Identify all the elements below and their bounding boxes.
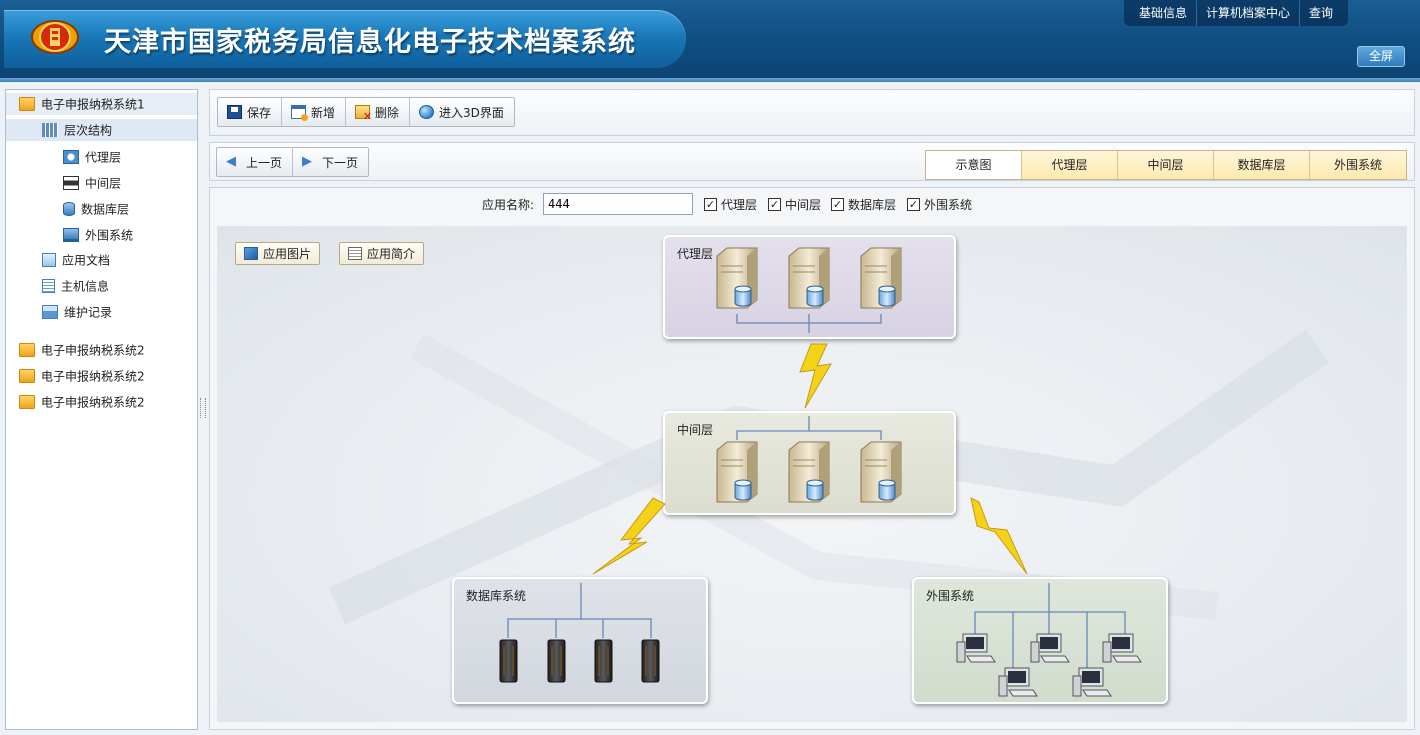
tab-diagram[interactable]: 示意图	[926, 151, 1022, 179]
grid-icon	[42, 122, 58, 137]
save-button[interactable]: 保存	[218, 98, 283, 126]
tax-emblem-icon	[31, 20, 79, 54]
title-banner	[4, 10, 686, 68]
tree-item-hierarchy[interactable]: 层次结构	[6, 119, 197, 141]
tree-item-proxy[interactable]: 代理层	[63, 146, 121, 168]
checkbox-checked-icon: ✓	[831, 198, 844, 211]
top-nav: 基础信息 计算机档案中心 查询	[1124, 0, 1349, 26]
tree-item-maintenance[interactable]: 维护记录	[42, 301, 112, 323]
record-icon	[42, 304, 58, 319]
checkbox-checked-icon: ✓	[768, 198, 781, 211]
app-name-input[interactable]	[543, 193, 693, 215]
enter-3d-button[interactable]: 进入3D界面	[410, 98, 514, 126]
tree-item-external[interactable]: 外围系统	[63, 224, 133, 246]
globe-icon	[419, 105, 435, 119]
view-tabs: 示意图 代理层 中间层 数据库层 外围系统	[925, 150, 1407, 180]
arrow-left-icon: ◀	[226, 154, 236, 169]
tab-database-layer[interactable]: 数据库层	[1214, 151, 1310, 179]
tree-item-system-2a[interactable]: 电子申报纳税系统2	[19, 339, 145, 361]
tab-proxy-layer[interactable]: 代理层	[1022, 151, 1118, 179]
tree-item-system-2c[interactable]: 电子申报纳税系统2	[19, 391, 145, 413]
database-icon	[63, 201, 75, 216]
add-icon	[291, 105, 309, 121]
main-panel: 应用名称: ✓代理层 ✓中间层 ✓数据库层 ✓外围系统 应用图片 应用简介	[209, 187, 1415, 730]
action-button-group: 保存 新增 ✕ 删除 进入3D界面	[217, 97, 515, 127]
filter-row: 应用名称: ✓代理层 ✓中间层 ✓数据库层 ✓外围系统	[210, 188, 1414, 220]
nav-basic-info[interactable]: 基础信息	[1130, 0, 1198, 26]
document-icon	[42, 252, 56, 267]
tree-item-middleware[interactable]: 中间层	[63, 172, 121, 194]
tree-item-app-docs[interactable]: 应用文档	[42, 249, 110, 271]
middleware-icon	[63, 175, 79, 190]
nav-archive-center[interactable]: 计算机档案中心	[1197, 0, 1301, 26]
monitor-icon	[63, 227, 79, 242]
topology-canvas: 应用图片 应用简介 代理层 中间层 数据库系统 外围系统	[217, 226, 1407, 722]
app-title: 天津市国家税务局信息化电子技术档案系统	[104, 27, 636, 58]
prev-page-button[interactable]: ◀ 上一页	[217, 148, 294, 176]
check-proxy-layer[interactable]: ✓代理层	[704, 198, 758, 212]
folder-icon	[19, 342, 35, 357]
image-icon	[244, 247, 258, 260]
database-system-node[interactable]: 数据库系统	[452, 577, 708, 704]
tree-item-system-2b[interactable]: 电子申报纳税系统2	[19, 365, 145, 387]
add-button[interactable]: 新增	[282, 98, 347, 126]
save-icon	[227, 105, 242, 119]
folder-icon	[19, 96, 35, 111]
tree-item-host-info[interactable]: 主机信息	[42, 275, 109, 297]
nav-query[interactable]: 查询	[1309, 6, 1334, 20]
tab-external-system[interactable]: 外围系统	[1310, 151, 1406, 179]
fullscreen-button[interactable]: 全屏	[1357, 46, 1405, 67]
sidebar-tree: 电子申报纳税系统1 层次结构 代理层 中间层 数据库层 外围系统 应用文档 主机…	[5, 89, 198, 730]
document-icon	[348, 247, 362, 260]
folder-icon	[19, 394, 35, 409]
proxy-layer-label: 代理层	[677, 247, 714, 261]
middle-layer-label: 中间层	[677, 423, 714, 437]
checkbox-checked-icon: ✓	[704, 198, 717, 211]
tree-item-database[interactable]: 数据库层	[63, 198, 129, 220]
app-image-button[interactable]: 应用图片	[235, 242, 321, 265]
checkbox-checked-icon: ✓	[907, 198, 920, 211]
check-external-system[interactable]: ✓外围系统	[907, 198, 973, 212]
check-database-layer[interactable]: ✓数据库层	[831, 198, 897, 212]
external-system-label: 外围系统	[926, 589, 975, 603]
action-toolbar: 保存 新增 ✕ 删除 进入3D界面	[209, 89, 1415, 136]
app-name-label: 应用名称:	[482, 198, 535, 212]
app-intro-button[interactable]: 应用简介	[339, 242, 425, 265]
database-system-label: 数据库系统	[466, 589, 527, 603]
delete-button[interactable]: ✕ 删除	[346, 98, 411, 126]
next-page-button[interactable]: ▶ 下一页	[302, 154, 359, 170]
app-header: 天津市国家税务局信息化电子技术档案系统 基础信息 计算机档案中心 查询 全屏	[0, 0, 1420, 82]
topology-graphics	[499, 247, 1142, 697]
splitter-handle[interactable]	[200, 398, 206, 418]
proxy-icon	[63, 149, 79, 164]
check-middle-layer[interactable]: ✓中间层	[768, 198, 822, 212]
pager-button-group: ◀ 上一页 ▶ 下一页	[216, 147, 370, 177]
host-icon	[42, 278, 55, 293]
delete-icon: ✕	[355, 105, 372, 122]
arrow-right-icon: ▶	[302, 154, 313, 169]
tab-middle-layer[interactable]: 中间层	[1118, 151, 1214, 179]
tree-item-system-1[interactable]: 电子申报纳税系统1	[6, 93, 197, 115]
folder-icon	[19, 368, 35, 383]
